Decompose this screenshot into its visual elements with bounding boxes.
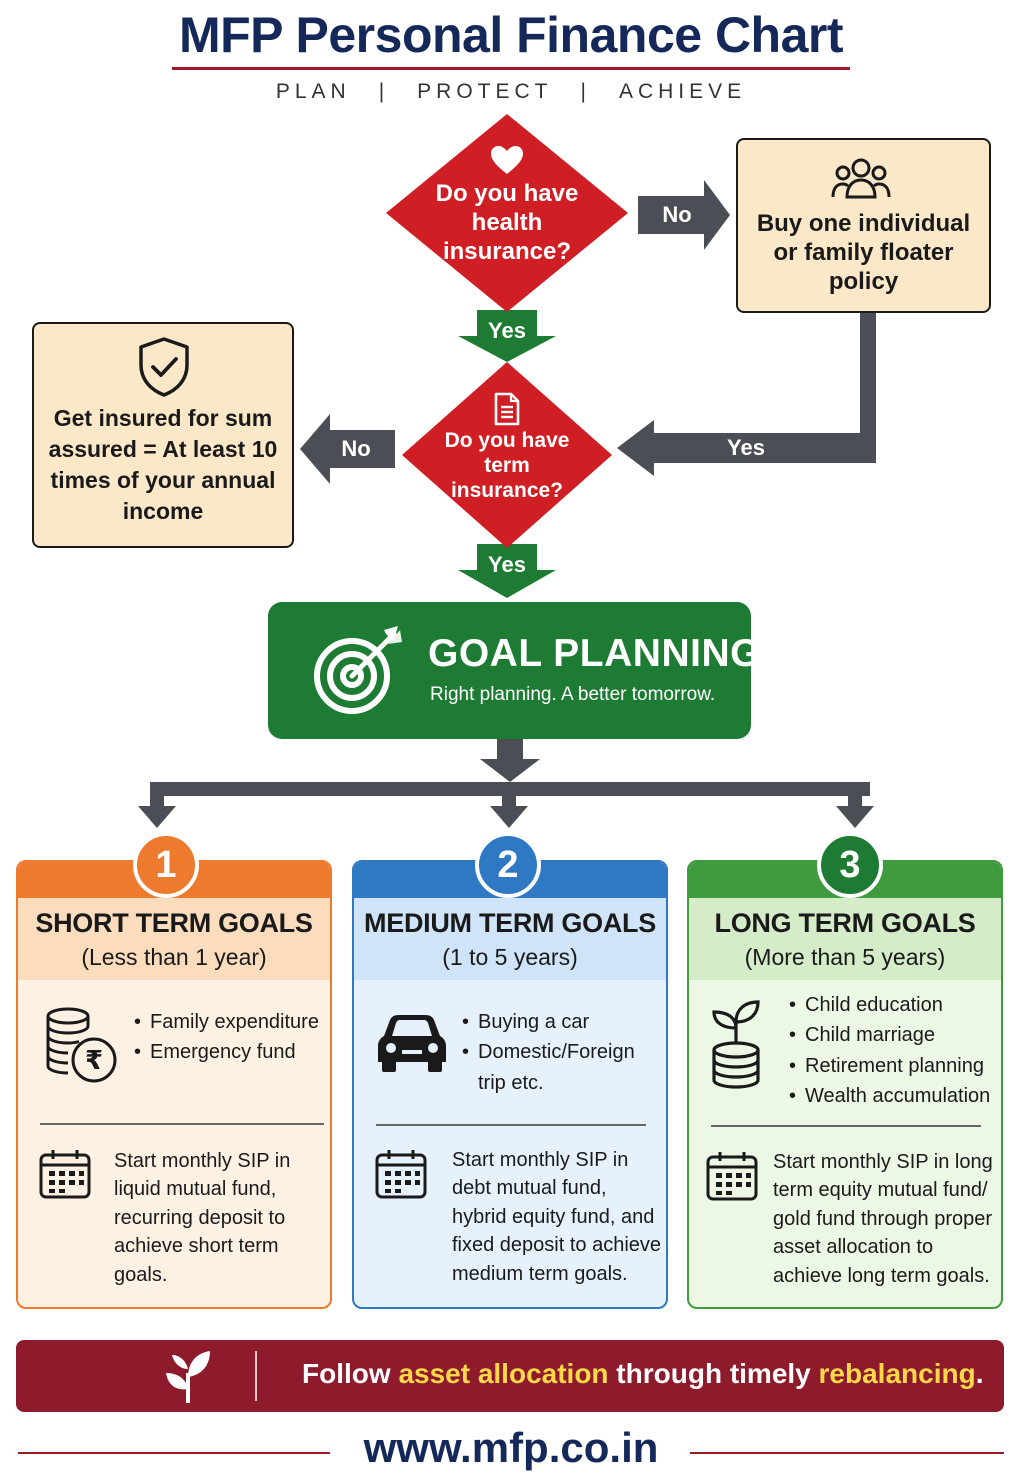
q2-no-arrow [300, 414, 395, 484]
heart-icon [491, 146, 523, 174]
q1-yes-arrow [458, 310, 556, 362]
card-title: SHORT TERM GOALS [35, 908, 313, 938]
document-icon [494, 392, 520, 426]
card-bullet-list: Buying a car Domestic/Foreign trip etc. [462, 1007, 662, 1098]
card-title: LONG TERM GOALS [714, 908, 976, 938]
card-divider [711, 1125, 981, 1127]
calendar-icon [39, 1150, 91, 1199]
card-bullet-list: Child education Child marriage Retiremen… [789, 990, 990, 1112]
goal-planning-title: GOAL PLANNING [428, 632, 761, 675]
flowchart-graphics [138, 114, 876, 828]
tagline: PLAN | PROTECT | ACHIEVE [0, 80, 1022, 104]
list-item: Buying a car [462, 1007, 662, 1038]
tagline-achieve: ACHIEVE [618, 80, 747, 103]
website-url[interactable]: www.mfp.co.in [363, 1424, 659, 1471]
svg-text:₹: ₹ [85, 1046, 103, 1076]
goal-number-badge: 3 [817, 832, 883, 898]
title-underline [172, 67, 850, 70]
goal-branch-connector [138, 739, 874, 828]
card-range: (1 to 5 years) [442, 944, 578, 970]
card-divider [376, 1124, 646, 1126]
banner-text: Follow asset allocation through timely r… [302, 1358, 983, 1390]
card-title: MEDIUM TERM GOALS [364, 908, 656, 938]
q2-no-label: No [341, 436, 371, 461]
tagline-separator: | [580, 80, 591, 103]
card-divider [40, 1123, 324, 1125]
banner-text-suffix: . [975, 1358, 984, 1389]
url-rule-right [690, 1452, 1004, 1454]
banner-highlight-asset-allocation: asset allocation [398, 1358, 609, 1389]
tagline-separator: | [378, 80, 390, 103]
shield-check-icon [139, 337, 189, 397]
card-range: (More than 5 years) [744, 944, 946, 970]
list-item: Emergency fund [134, 1037, 319, 1068]
rebalancing-banner [16, 1340, 1004, 1412]
q1-no-label: No [662, 202, 692, 227]
goal-number-badge: 1 [133, 832, 199, 898]
list-item: Child education [789, 990, 990, 1021]
health-question-diamond [386, 114, 628, 312]
calendar-icon [706, 1152, 758, 1201]
url-rule-left [18, 1452, 330, 1454]
list-item: Retirement planning [789, 1051, 990, 1082]
goal-planning-subtitle: Right planning. A better tomorrow. [430, 684, 716, 705]
buy-policy-box [736, 138, 991, 313]
buy-policy-text: Buy one individual or family floater pol… [756, 210, 971, 295]
policy-yes-label: Yes [727, 435, 765, 460]
banner-highlight-rebalancing: rebalancing [818, 1358, 976, 1389]
q1-yes-label: Yes [488, 318, 526, 343]
health-question-text: Do you have health insurance? [435, 180, 579, 265]
card-sip-text: Start monthly SIP in long term equity mu… [773, 1151, 993, 1287]
term-question-diamond [402, 362, 612, 548]
calendar-icon [375, 1150, 427, 1199]
list-item: Domestic/Foreign trip etc. [462, 1037, 662, 1098]
list-item: Wealth accumulation [789, 1081, 990, 1112]
page-title: MFP Personal Finance Chart [178, 7, 844, 63]
tagline-plan: PLAN [275, 80, 351, 103]
family-icon [831, 158, 891, 199]
sprout-icon [166, 1351, 210, 1403]
coins-rupee-icon: ₹ [46, 1007, 117, 1083]
short-term-goals-card: SHORT TERM GOALS (Less than 1 year) Fami… [16, 860, 332, 1309]
card-bullet-list: Family expenditure Emergency fund [134, 1007, 319, 1068]
plant-coins-icon [712, 1000, 760, 1089]
card-range: (Less than 1 year) [81, 944, 267, 970]
card-sip-text: Start monthly SIP in debt mutual fund, h… [452, 1149, 662, 1285]
q1-no-arrow [638, 180, 730, 250]
long-term-goals-card: LONG TERM GOALS (More than 5 years) Chil… [687, 860, 1003, 1309]
card-sip-text: Start monthly SIP in liquid mutual fund,… [114, 1150, 291, 1286]
banner-text-prefix: Follow [302, 1358, 399, 1389]
list-item: Child marriage [789, 1020, 990, 1051]
q2-yes-arrow [458, 544, 556, 598]
get-insured-box [32, 322, 294, 548]
banner-text-middle: through timely [608, 1358, 819, 1389]
q2-yes-label: Yes [488, 552, 526, 577]
medium-term-goals-card: MEDIUM TERM GOALS (1 to 5 years) Buying … [352, 860, 668, 1309]
get-insured-text: Get insured for sum assured = At least 1… [48, 405, 278, 525]
policy-yes-connector [617, 312, 876, 476]
term-question-text: Do you have term insurance? [444, 429, 570, 503]
tagline-protect: PROTECT [417, 80, 553, 103]
banner-divider [255, 1351, 257, 1401]
car-icon [378, 1015, 446, 1072]
target-arrow-icon [314, 626, 402, 714]
goal-number-badge: 2 [475, 832, 541, 898]
list-item: Family expenditure [134, 1007, 319, 1038]
